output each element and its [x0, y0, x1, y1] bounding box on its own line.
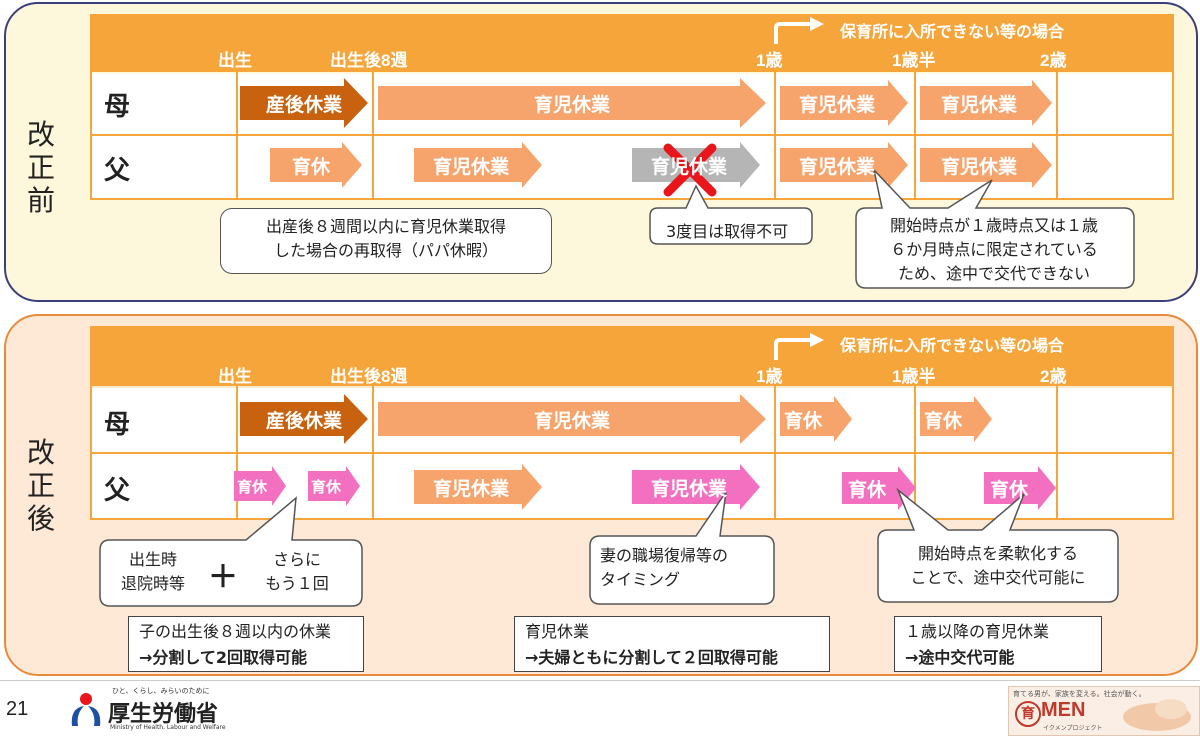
row-label-father: 父: [104, 156, 131, 186]
ikumen-banner[interactable]: 育てる男が、家族を変える。社会が動く。 育 MEN イクメンプロジェクト: [1008, 686, 1200, 736]
mark-1year: 1歳: [756, 51, 783, 70]
arrow-childcare-leave-mother: 育児休業: [378, 394, 766, 444]
callout-birth-leave: [99, 496, 363, 607]
ministry-tagline: ひと、くらし、みらいのために: [112, 687, 210, 695]
mark-2year: 2歳: [1040, 51, 1067, 70]
arrow-extension-father-1: 育休: [842, 466, 916, 510]
arrow-extension-mother-1: 育休: [780, 396, 852, 442]
arrow-postpartum-leave: 産後休業: [240, 394, 368, 444]
arrow-extension-father-2: 育休: [984, 466, 1056, 510]
ikumen-tagline: 育てる男が、家族を変える。社会が動く。: [1013, 690, 1146, 698]
mark-birth: 出生: [218, 51, 252, 70]
grid-line: [90, 134, 1174, 136]
summary-box-couple: 育児休業 →夫婦ともに分割して２回取得可能: [514, 616, 830, 672]
arrow-third-leave-disabled: 育児休業: [632, 142, 760, 188]
callout-flexible-text: 開始時点を柔軟化する ことで、途中交代可能に: [910, 544, 1086, 587]
arrow-extension-father-2: 育児休業: [920, 142, 1052, 188]
mark-8weeks: 出生後8週: [330, 367, 408, 386]
ministry-name: 厚生労働省: [108, 702, 219, 727]
arrow-childcare-leave-mother: 育児休業: [378, 78, 766, 128]
callout-fixed-text: 開始時点が１歳時点又は１歳 ６か月時点に限定されている ため、途中で交代できない: [889, 216, 1098, 283]
row-label-mother: 母: [104, 410, 131, 440]
mark-1-5year: 1歳半: [892, 367, 936, 386]
row-label-mother: 母: [104, 92, 131, 122]
arrow-extension-mother-1: 育児休業: [780, 80, 908, 126]
grid-line: [774, 72, 776, 200]
arrow-childcare-leave-father-2: 育児休業: [632, 464, 760, 510]
grid-line: [1056, 72, 1058, 200]
nursery-note-before: 保育所に入所できない等の場合: [840, 22, 1065, 41]
callout-fixed-start: [855, 167, 1135, 289]
timeline-header-before: [90, 14, 1174, 72]
callout-third-text: 3度目は取得不可: [666, 222, 789, 241]
nursery-arrow-icon: [774, 333, 824, 360]
grid-line: [90, 518, 1174, 520]
callout-flexible-start: [877, 487, 1119, 603]
ministry-english: Ministry of Health, Labour and Welfare: [110, 724, 226, 731]
grid-line: [914, 72, 916, 200]
footer-divider: [0, 680, 1200, 681]
arrow-birth-leave-1: 育休: [234, 466, 286, 506]
plus-icon: ＋: [208, 560, 238, 595]
arrow-papa-leave: 育休: [270, 142, 362, 188]
section-label-after: 改正後: [26, 436, 55, 535]
callout-wife-text: 妻の職場復帰等の タイミング: [600, 546, 729, 589]
grid-line: [90, 452, 1174, 454]
page-number: 21: [6, 698, 29, 720]
ikumen-logo-text: MEN: [1041, 699, 1086, 721]
hands-photo-icon: [1123, 699, 1191, 731]
arrow-birth-leave-2: 育休: [308, 466, 360, 506]
callout-more-text: さらに もう１回: [265, 550, 329, 593]
mark-1-5year: 1歳半: [892, 51, 936, 70]
grid-line: [90, 198, 1174, 200]
cross-icon: [663, 143, 717, 197]
callout-wife-return: [589, 491, 775, 605]
mark-8weeks: 出生後8週: [330, 51, 408, 70]
grid-line: [236, 72, 238, 200]
row-label-father: 父: [104, 476, 131, 506]
callout-third-not-allowed: [649, 184, 813, 245]
callout-papa-leave: 出産後８週間以内に育児休業取得 した場合の再取得（パパ休暇）: [220, 208, 552, 274]
mark-birth: 出生: [218, 367, 252, 386]
ikumen-kanji-logo: 育: [1015, 701, 1041, 727]
grid-line: [372, 72, 374, 200]
mark-2year: 2歳: [1040, 367, 1067, 386]
summary-box-after-1year: １歳以降の育児休業 →途中交代可能: [894, 616, 1102, 672]
section-label-before: 改正前: [26, 118, 55, 217]
ikumen-subtitle: イクメンプロジェクト: [1043, 725, 1103, 732]
nursery-note-after: 保育所に入所できない等の場合: [840, 336, 1065, 355]
grid-line: [1172, 72, 1174, 200]
timeline-header-after: [90, 326, 1174, 386]
callout-birth-text: 出生時 退院時等: [120, 550, 185, 593]
arrow-postpartum-leave: 産後休業: [240, 78, 368, 128]
summary-box-birth: 子の出生後８週以内の休業 →分割して2回取得可能: [128, 616, 364, 672]
arrow-childcare-leave-father: 育児休業: [414, 142, 542, 188]
arrow-extension-mother-2: 育休: [920, 396, 992, 442]
grid-line: [90, 72, 92, 200]
arrow-extension-mother-2: 育児休業: [920, 80, 1052, 126]
nursery-arrow-icon: [774, 17, 824, 44]
ministry-logo-icon: [71, 693, 101, 726]
mark-1year: 1歳: [756, 367, 783, 386]
arrow-childcare-leave-father-1: 育児休業: [414, 464, 542, 510]
